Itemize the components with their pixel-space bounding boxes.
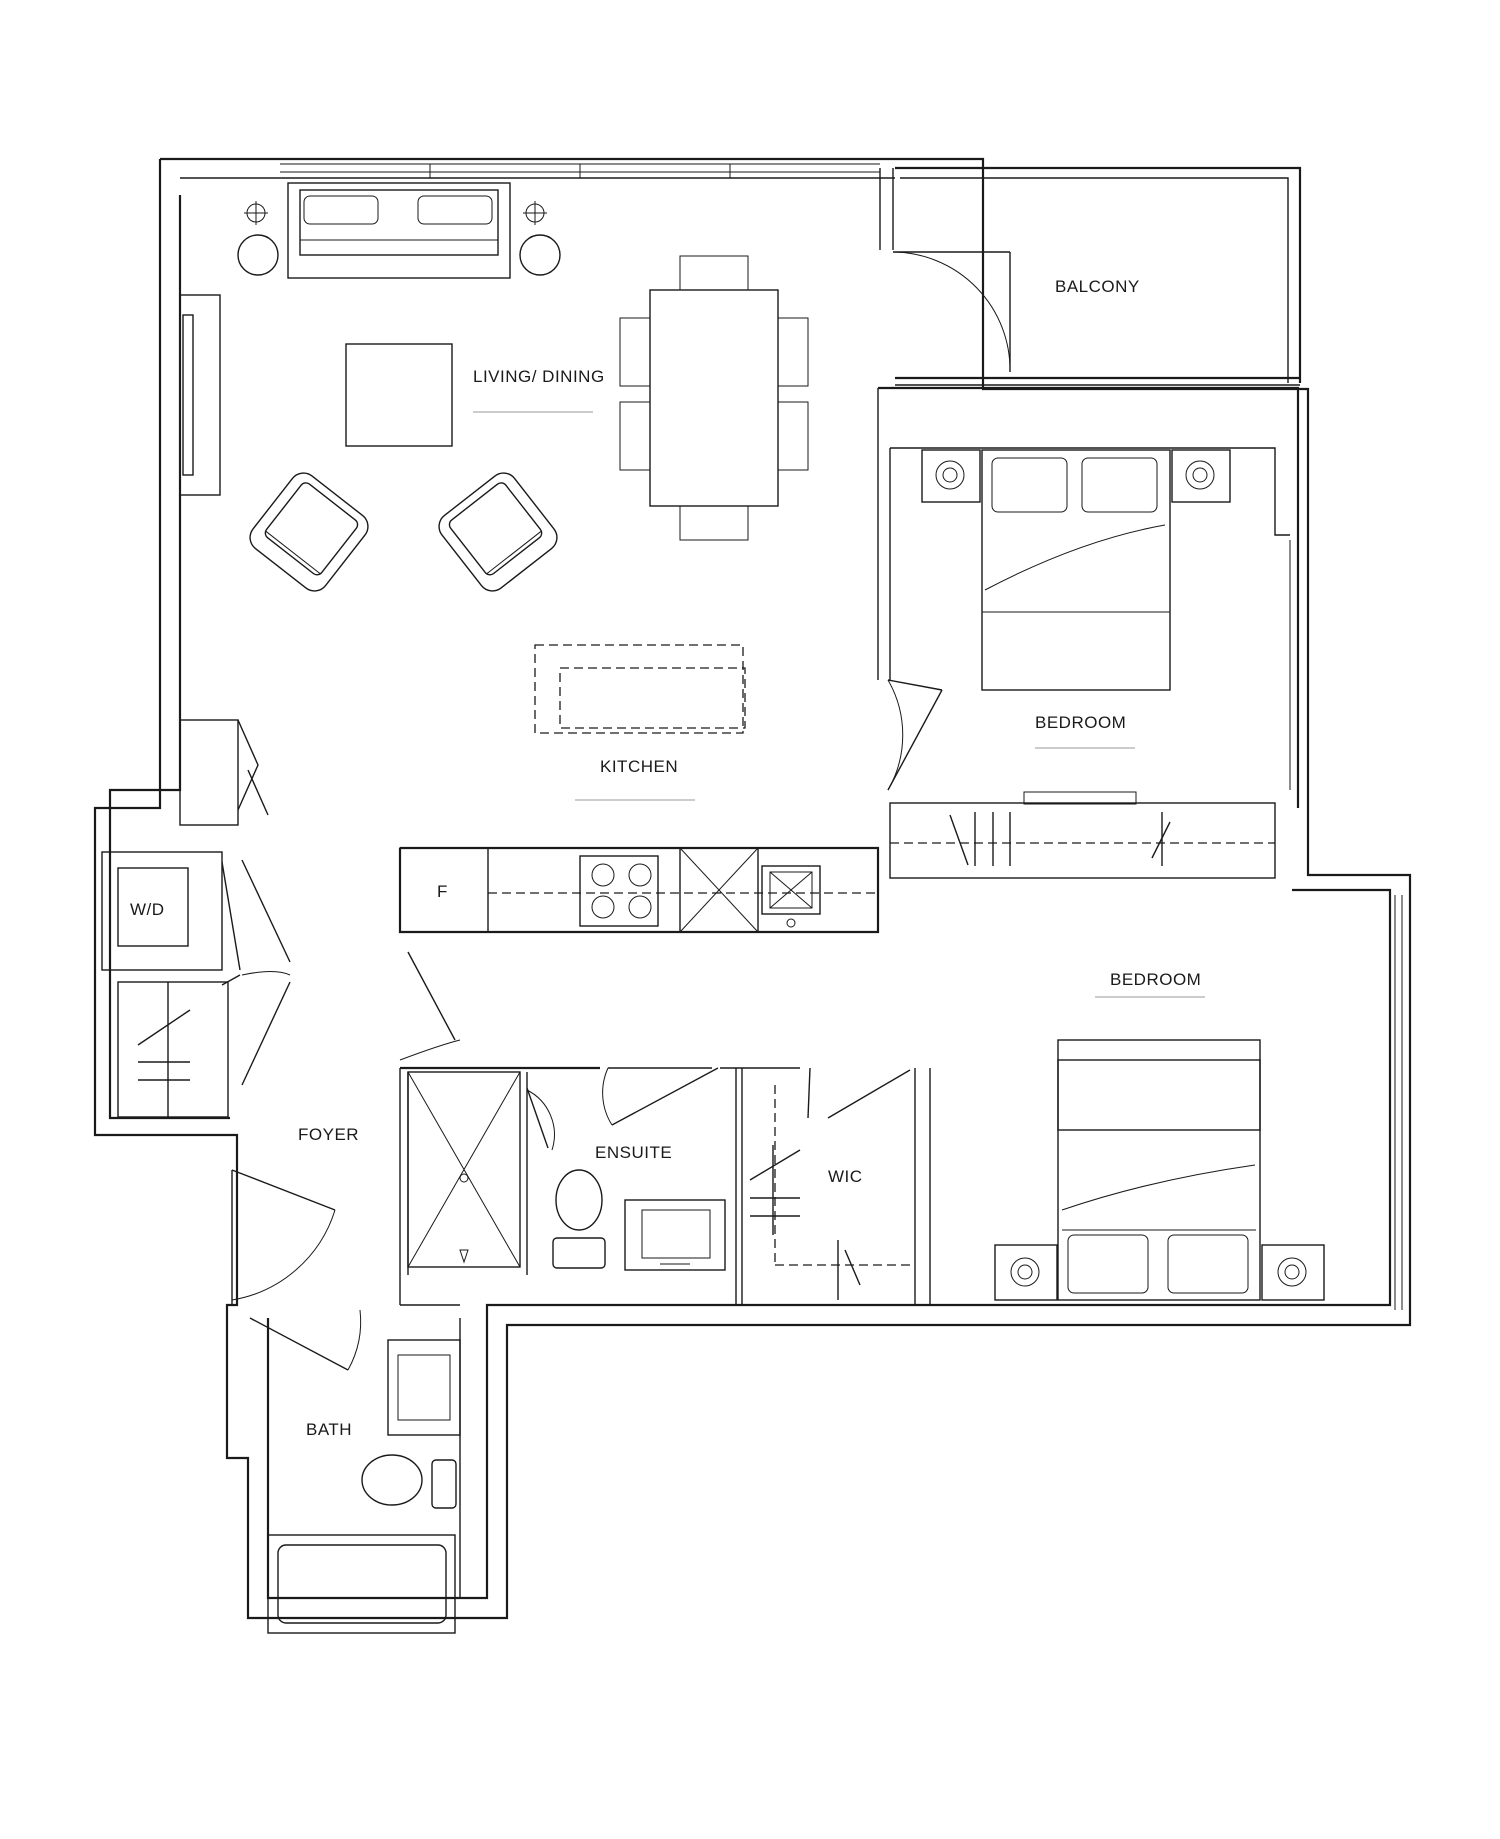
bath-fixtures xyxy=(267,1304,461,1634)
balcony-door[interactable] xyxy=(892,251,1011,373)
kitchen-counter xyxy=(398,846,880,934)
laundry-doors[interactable] xyxy=(241,859,291,1086)
label-wic: WIC xyxy=(828,1167,863,1186)
foyer-closet-door[interactable] xyxy=(399,951,461,1061)
bedroom-1-walls xyxy=(877,386,1300,808)
dining-table xyxy=(619,255,809,541)
label-living-dining: LIVING/ DINING xyxy=(473,367,605,386)
label-foyer: FOYER xyxy=(298,1125,359,1144)
ensuite-walls xyxy=(399,1066,800,1305)
coffee-table xyxy=(345,343,453,447)
armchair-right xyxy=(438,472,558,592)
label-bath: BATH xyxy=(306,1420,352,1439)
label-bedroom-2: BEDROOM xyxy=(1110,970,1201,989)
label-ensuite: ENSUITE xyxy=(595,1143,672,1162)
bedroom-1-door[interactable] xyxy=(887,679,943,791)
tv-console xyxy=(179,294,221,496)
room-labels: BALCONY LIVING/ DINING BEDROOM KITCHEN F… xyxy=(130,277,1205,1439)
entry-door[interactable] xyxy=(231,1169,336,1305)
walk-in-closet xyxy=(749,1067,931,1305)
side-tables xyxy=(237,201,561,276)
label-washer-dryer: W/D xyxy=(130,900,165,919)
bed-1 xyxy=(921,449,1231,691)
ensuite-fixtures xyxy=(552,1169,726,1271)
armchair-left xyxy=(249,472,369,592)
label-bedroom-1: BEDROOM xyxy=(1035,713,1126,732)
sofa xyxy=(287,182,511,279)
label-kitchen: KITCHEN xyxy=(600,757,678,776)
bath-door[interactable] xyxy=(249,1309,362,1371)
label-balcony: BALCONY xyxy=(1055,277,1140,296)
kitchen-island xyxy=(534,644,746,734)
label-fridge: F xyxy=(437,882,448,901)
bed-2 xyxy=(994,1039,1325,1301)
laundry-closet xyxy=(101,719,269,1118)
balcony xyxy=(879,166,1302,386)
ensuite-door[interactable] xyxy=(526,1067,719,1151)
closet-1 xyxy=(889,791,1276,879)
